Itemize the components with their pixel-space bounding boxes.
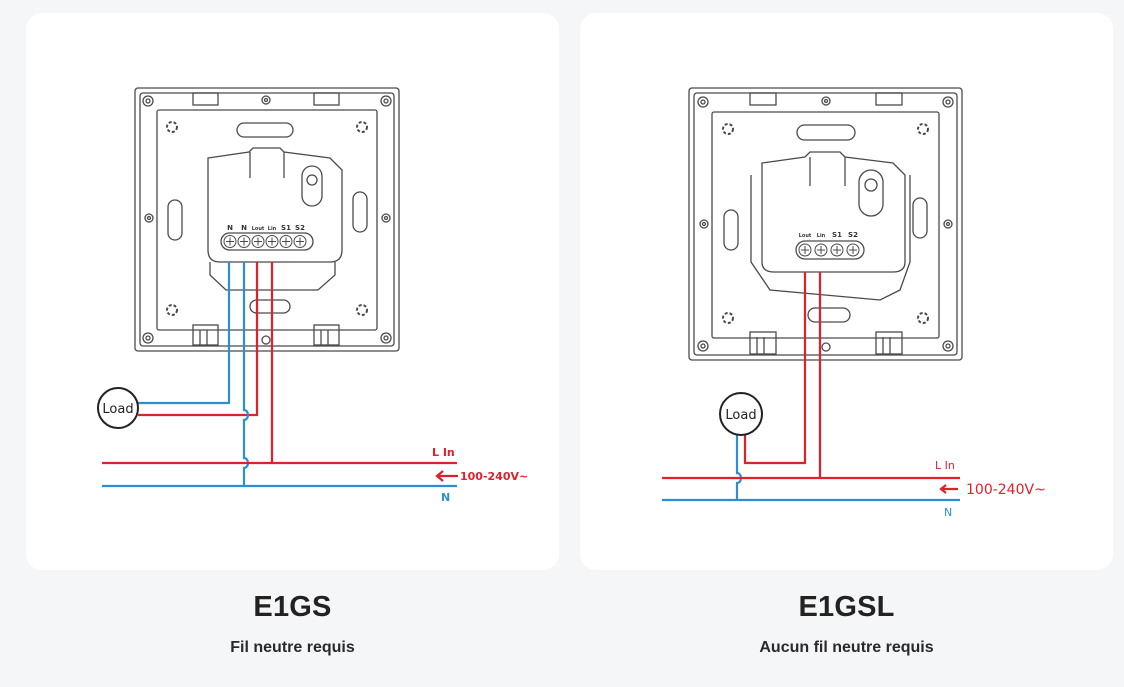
terminal-label: Lout xyxy=(252,226,265,232)
terminal-label: Lout xyxy=(799,233,812,239)
neutral-wire-to-load xyxy=(138,262,231,405)
voltage-label: 100-240V~ xyxy=(966,482,1046,498)
terminal-label: S1 xyxy=(281,224,291,232)
product-caption-e1gsl: E1GSL Aucun fil neutre requis xyxy=(580,585,1113,657)
arrow-icon xyxy=(435,470,458,482)
terminal-label: N xyxy=(227,224,233,232)
neutral-wire-supply xyxy=(242,262,250,486)
neutral-wire-to-load xyxy=(735,435,743,500)
terminal-label: Lin xyxy=(268,226,277,232)
switch-back-plate xyxy=(688,87,963,361)
diagram-card-e1gsl: Lout Lin S1 S2 Load L In 100-240V~ N xyxy=(580,13,1113,570)
terminal-label: N xyxy=(241,224,247,232)
model-name: E1GSL xyxy=(798,591,895,623)
terminal-label: S2 xyxy=(295,224,305,232)
load-symbol xyxy=(719,392,763,436)
terminal-label: S1 xyxy=(832,231,842,239)
live-wire-to-load xyxy=(743,272,807,465)
live-in-label: L In xyxy=(935,459,955,472)
voltage-label: 100-240V~ xyxy=(460,470,528,483)
relay-module xyxy=(207,147,343,291)
live-wire-to-load xyxy=(138,262,259,417)
load-symbol xyxy=(97,387,139,429)
arrow-icon xyxy=(939,484,958,494)
neutral-label: N xyxy=(441,491,450,504)
wiring-diagram-e1gs: N N Lout Lin S1 S2 Load L In 100-240V~ N xyxy=(97,87,528,504)
load-label: Load xyxy=(725,408,756,423)
load-label: Load xyxy=(102,402,133,417)
product-caption-e1gs: E1GS Fil neutre requis xyxy=(26,585,559,657)
model-subtitle: Fil neutre requis xyxy=(230,639,355,656)
switch-back-plate xyxy=(134,87,400,352)
wiring-diagram-e1gsl: Lout Lin S1 S2 Load L In 100-240V~ N xyxy=(662,87,1046,519)
live-in-label: L In xyxy=(432,446,455,459)
neutral-label: N xyxy=(944,506,952,519)
diagram-card-e1gs: N N Lout Lin S1 S2 Load L In 100-240V~ N xyxy=(26,13,559,570)
terminal-label: Lin xyxy=(817,233,826,239)
relay-module xyxy=(750,151,911,301)
terminal-screws xyxy=(798,243,860,257)
model-name: E1GS xyxy=(253,591,332,623)
terminal-screws xyxy=(223,235,307,248)
terminal-label: S2 xyxy=(848,231,858,239)
model-subtitle: Aucun fil neutre requis xyxy=(759,639,934,656)
